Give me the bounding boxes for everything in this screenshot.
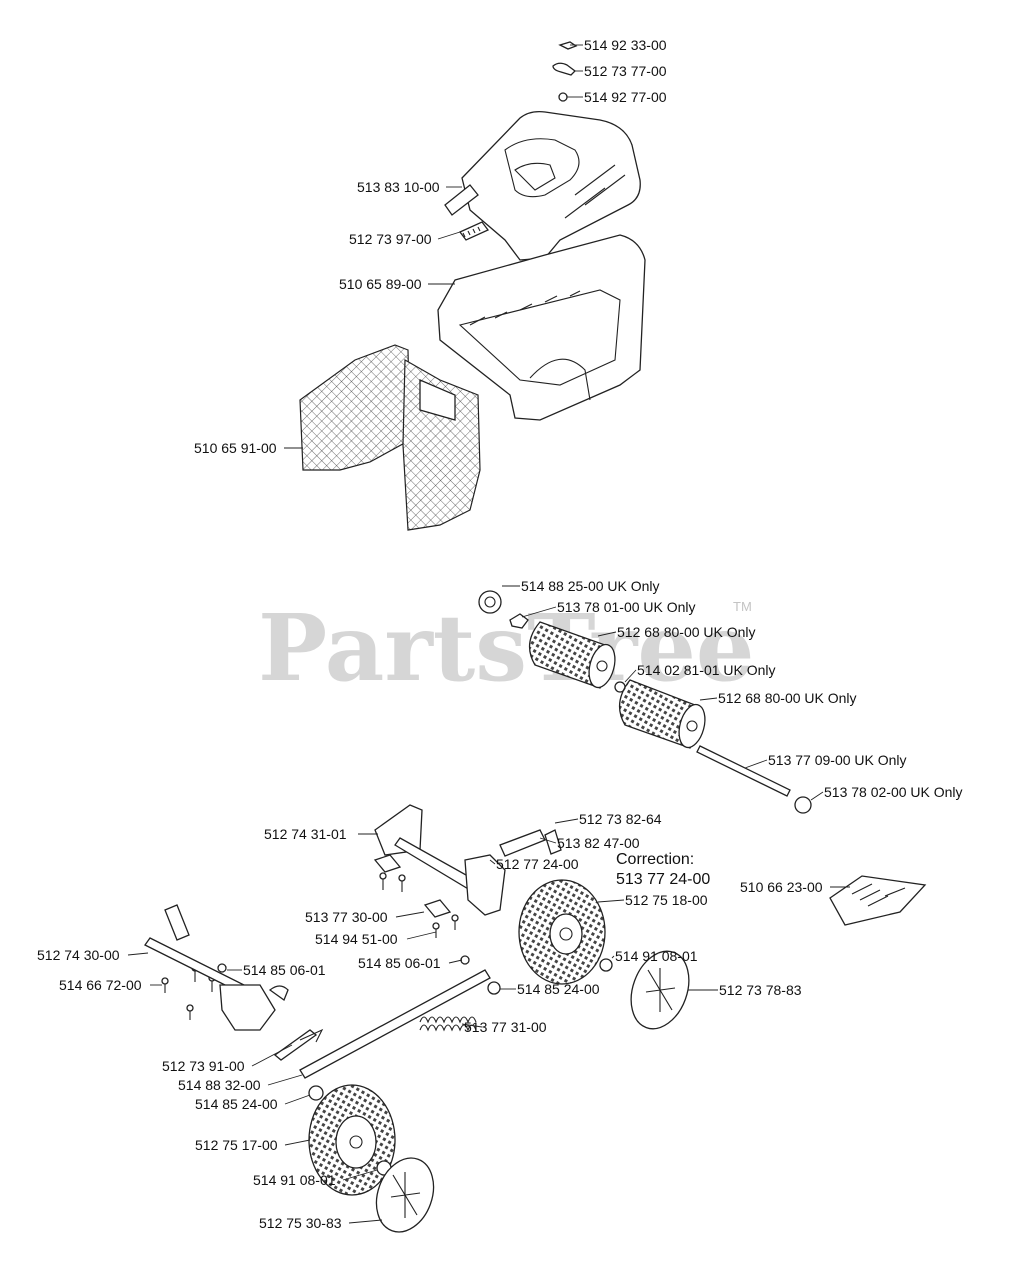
label-512-74-30-00: 512 74 30-00 xyxy=(37,947,120,963)
label-514-66-72-00: 514 66 72-00 xyxy=(59,977,142,993)
label-513-77-30-00: 513 77 30-00 xyxy=(305,909,388,925)
label-512-75-30-83: 512 75 30-83 xyxy=(259,1215,342,1231)
label-514-94-51-00: 514 94 51-00 xyxy=(315,931,398,947)
label-510-65-91-00: 510 65 91-00 xyxy=(194,440,277,456)
label-512-73-91-00: 512 73 91-00 xyxy=(162,1058,245,1074)
label-514-88-32-00: 514 88 32-00 xyxy=(178,1077,261,1093)
label-510-65-89-00: 510 65 89-00 xyxy=(339,276,422,292)
part-labels: 514 92 33-00 512 73 77-00 514 92 77-00 5… xyxy=(37,37,963,1231)
label-513-77-09-00: 513 77 09-00 UK Only xyxy=(768,752,907,768)
label-512-73-78-83: 512 73 78-83 xyxy=(719,982,802,998)
label-512-75-18-00: 512 75 18-00 xyxy=(625,892,708,908)
leader-lines xyxy=(127,44,850,1224)
rear-roller-assembly xyxy=(478,590,812,814)
label-514-85-24-00-a: 514 85 24-00 xyxy=(517,981,600,997)
mesh-panel-left xyxy=(299,344,411,471)
washer-right-icon xyxy=(599,958,613,972)
deflector-plate xyxy=(829,875,927,926)
washer-mid-icon xyxy=(487,981,501,995)
label-513-78-01-00: 513 78 01-00 UK Only xyxy=(557,599,696,615)
watermark-text: PartsTree xyxy=(258,594,754,702)
grass-collector-assembly xyxy=(299,41,646,531)
label-512-68-80-00-a: 512 68 80-00 UK Only xyxy=(617,624,756,640)
label-514-85-24-00-b: 514 85 24-00 xyxy=(195,1096,278,1112)
label-514-88-25-00: 514 88 25-00 UK Only xyxy=(521,578,660,594)
label-512-74-31-01: 512 74 31-01 xyxy=(264,826,347,842)
plug-part-icon xyxy=(558,92,568,102)
label-512-73-97-00: 512 73 97-00 xyxy=(349,231,432,247)
label-510-66-23-00: 510 66 23-00 xyxy=(740,879,823,895)
label-512-75-17-00: 512 75 17-00 xyxy=(195,1137,278,1153)
label-512-77-24-00: 512 77 24-00 xyxy=(496,856,579,872)
label-512-73-77-00: 512 73 77-00 xyxy=(584,63,667,79)
screws xyxy=(161,872,459,1020)
spring xyxy=(419,1024,477,1032)
bolt-mid-icon xyxy=(460,955,470,965)
label-514-92-33-00: 514 92 33-00 xyxy=(584,37,667,53)
correction-part-number: 513 77 24-00 xyxy=(616,871,710,888)
label-513-82-47-00: 513 82 47-00 xyxy=(557,835,640,851)
bolt-left-icon xyxy=(217,963,227,973)
label-514-91-08-01-a: 514 91 08-01 xyxy=(615,948,698,964)
label-512-68-80-00-b: 512 68 80-00 UK Only xyxy=(718,690,857,706)
bracket-part-icon xyxy=(552,62,576,76)
clip-ring-icon xyxy=(509,613,529,629)
label-514-02-81-01: 514 02 81-01 UK Only xyxy=(637,662,776,678)
label-514-92-77-00: 514 92 77-00 xyxy=(584,89,667,105)
label-513-83-10-00: 513 83 10-00 xyxy=(357,179,440,195)
watermark: PartsTree TM xyxy=(258,594,754,702)
watermark-tm: TM xyxy=(733,599,752,614)
label-512-73-82-64: 512 73 82-64 xyxy=(579,811,662,827)
clip-part-icon xyxy=(558,41,578,50)
long-shaft xyxy=(299,969,491,1079)
axle-nut-icon xyxy=(794,796,812,814)
washer-front-icon xyxy=(308,1085,324,1101)
height-bracket xyxy=(374,804,423,856)
collector-frame xyxy=(437,234,646,421)
label-514-85-06-01-a: 514 85 06-01 xyxy=(243,962,326,978)
chassis-assembly xyxy=(144,804,927,1233)
roller-axle xyxy=(696,745,791,797)
correction-heading: Correction: xyxy=(616,851,694,868)
seal-ring-icon xyxy=(478,590,502,614)
mesh-panel-right xyxy=(402,358,481,531)
label-513-78-02-00: 513 78 02-00 UK Only xyxy=(824,784,963,800)
label-513-77-31-00: 513 77 31-00 xyxy=(464,1019,547,1035)
label-514-85-06-01-b: 514 85 06-01 xyxy=(358,955,441,971)
label-514-91-08-01-b: 514 91 08-01 xyxy=(253,1172,336,1188)
